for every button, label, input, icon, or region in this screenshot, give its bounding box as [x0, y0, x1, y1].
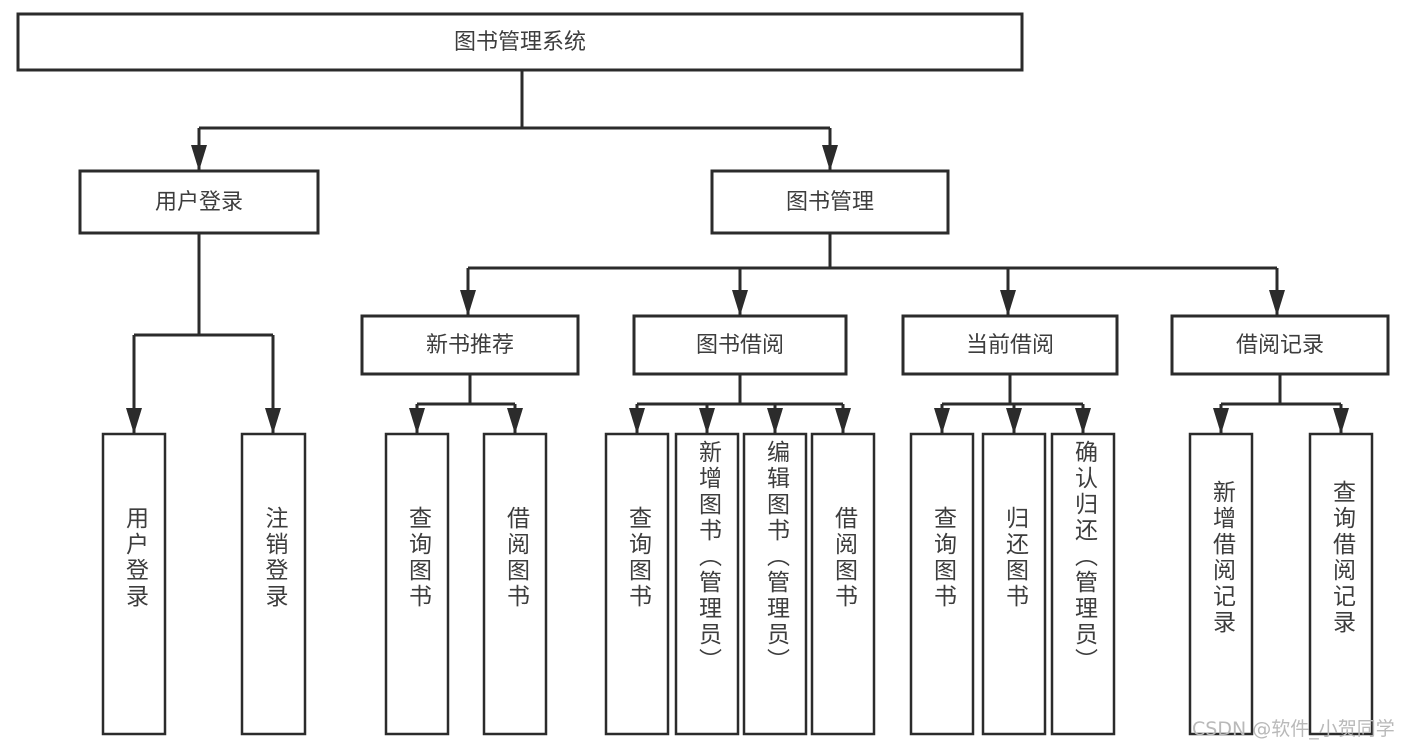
node-label-leaf-confirm-return: 确认归还（管理员） [1070, 440, 1097, 674]
node-label-current-borrow: 当前借阅 [966, 333, 1054, 358]
arrow-down-icon-g1-0 [629, 408, 645, 434]
node-leaf-borrow-book[interactable] [810, 432, 876, 736]
node-leaf-confirm-return[interactable] [1050, 432, 1116, 736]
arrow-down-icon-g1-3 [835, 408, 851, 434]
node-label-leaf-add-book: 新增图书（管理员） [694, 440, 721, 674]
node-box-leaf-edit-book[interactable] [742, 432, 808, 736]
connector-layer [126, 70, 1349, 434]
node-user-login[interactable]: 用户登录 [78, 169, 320, 235]
node-label-leaf-edit-book: 编辑图书（管理员） [762, 440, 789, 674]
node-box-root[interactable] [16, 12, 1024, 72]
node-box-leaf-add-book[interactable] [674, 432, 740, 736]
node-leaf-query-book-rec[interactable] [384, 432, 450, 736]
arrow-down-icon-g2-2 [1075, 408, 1091, 434]
node-box-leaf-user-logout[interactable] [240, 432, 307, 736]
node-box-leaf-query-record[interactable] [1308, 432, 1374, 736]
arrow-down-icon-g2-1 [1006, 408, 1022, 434]
node-label-leaf-return-book: 归还图书 [1001, 506, 1028, 610]
node-box-leaf-query-book-cur[interactable] [909, 432, 975, 736]
node-label-wrap-leaf-user-login: 用户登录 [103, 434, 165, 734]
node-box-book-borrow[interactable] [632, 314, 848, 376]
node-label-wrap-leaf-add-record: 新增借阅记录 [1190, 434, 1252, 734]
node-leaf-add-record[interactable] [1188, 432, 1254, 736]
node-box-leaf-user-login[interactable] [101, 432, 167, 736]
node-label-wrap-leaf-borrow-book: 借阅图书 [812, 434, 874, 734]
node-label-leaf-query-book-rec: 查询图书 [404, 506, 431, 610]
node-leaf-borrow-book-rec[interactable] [482, 432, 548, 736]
arrow-down-icon-l2-0 [191, 145, 207, 171]
node-label-wrap-leaf-return-book: 归还图书 [983, 434, 1045, 734]
node-label-new-book-rec: 新书推荐 [426, 333, 514, 358]
node-label-wrap-leaf-query-book-rec: 查询图书 [386, 434, 448, 734]
node-label-wrap-leaf-query-book-cur: 查询图书 [911, 434, 973, 734]
node-box-leaf-confirm-return[interactable] [1050, 432, 1116, 736]
node-new-book-rec[interactable]: 新书推荐 [360, 314, 580, 376]
node-label-leaf-borrow-book-rec: 借阅图书 [502, 506, 529, 610]
node-label-wrap-leaf-confirm-return: 确认归还（管理员） [1052, 434, 1114, 734]
node-box-leaf-borrow-book-rec[interactable] [482, 432, 548, 736]
node-box-leaf-query-book[interactable] [604, 432, 670, 736]
arrow-down-icon-g1-1 [699, 408, 715, 434]
node-box-leaf-borrow-book[interactable] [810, 432, 876, 736]
node-label-leaf-query-book-cur: 查询图书 [929, 506, 956, 610]
node-book-manage[interactable]: 图书管理 [710, 169, 950, 235]
arrow-down-icon-g3-1 [1333, 408, 1349, 434]
arrow-down-icon-l3-1 [732, 290, 748, 316]
node-label-leaf-add-record: 新增借阅记录 [1208, 480, 1235, 636]
node-current-borrow[interactable]: 当前借阅 [901, 314, 1119, 376]
arrow-down-icon-g1-2 [767, 408, 783, 434]
node-label-wrap-leaf-add-book: 新增图书（管理员） [676, 434, 738, 734]
arrow-down-icon-g0-0 [409, 408, 425, 434]
node-label-wrap-leaf-query-book: 查询图书 [606, 434, 668, 734]
node-book-borrow[interactable]: 图书借阅 [632, 314, 848, 376]
node-leaf-query-book-cur[interactable] [909, 432, 975, 736]
node-box-leaf-query-book-rec[interactable] [384, 432, 450, 736]
node-box-user-login[interactable] [78, 169, 320, 235]
node-label-leaf-user-login: 用户登录 [121, 506, 148, 610]
arrow-down-icon-l3-0 [460, 290, 476, 316]
node-label-wrap-leaf-query-record: 查询借阅记录 [1310, 434, 1372, 734]
arrow-down-icon-ul-0 [126, 408, 142, 434]
node-label-borrow-record: 借阅记录 [1236, 333, 1324, 358]
node-label-wrap-leaf-borrow-book-rec: 借阅图书 [484, 434, 546, 734]
node-label-wrap-leaf-edit-book: 编辑图书（管理员） [744, 434, 806, 734]
node-label-book-borrow: 图书借阅 [696, 333, 784, 358]
node-box-current-borrow[interactable] [901, 314, 1119, 376]
arrow-down-icon-l2-1 [822, 145, 838, 171]
node-box-book-manage[interactable] [710, 169, 950, 235]
node-label-leaf-query-record: 查询借阅记录 [1328, 480, 1355, 636]
arrow-down-icon-g0-1 [507, 408, 523, 434]
node-leaf-return-book[interactable] [981, 432, 1047, 736]
node-borrow-record[interactable]: 借阅记录 [1170, 314, 1390, 376]
node-label-leaf-user-logout: 注销登录 [261, 506, 287, 610]
node-leaf-edit-book[interactable] [742, 432, 808, 736]
node-label-leaf-query-book: 查询图书 [624, 506, 651, 610]
arrow-down-icon-g3-0 [1213, 408, 1229, 434]
node-leaf-query-book[interactable] [604, 432, 670, 736]
node-label-book-manage: 图书管理 [786, 190, 874, 215]
node-label-leaf-borrow-book: 借阅图书 [830, 506, 857, 610]
arrow-down-icon-l3-3 [1269, 290, 1285, 316]
node-label-user-login: 用户登录 [155, 190, 243, 215]
node-label-wrap-leaf-user-logout: 注销登录 [242, 434, 305, 734]
node-leaf-user-logout[interactable] [240, 432, 307, 736]
node-leaf-query-record[interactable] [1308, 432, 1374, 736]
arrow-down-icon-g2-0 [934, 408, 950, 434]
node-box-leaf-return-book[interactable] [981, 432, 1047, 736]
arrow-down-icon-l3-2 [1000, 290, 1016, 316]
node-box-borrow-record[interactable] [1170, 314, 1390, 376]
node-leaf-user-login[interactable] [101, 432, 167, 736]
node-box-leaf-add-record[interactable] [1188, 432, 1254, 736]
node-root[interactable]: 图书管理系统 [16, 12, 1024, 72]
node-label-root: 图书管理系统 [454, 30, 586, 55]
node-leaf-add-book[interactable] [674, 432, 740, 736]
node-box-new-book-rec[interactable] [360, 314, 580, 376]
arrow-down-icon-ul-1 [265, 408, 281, 434]
